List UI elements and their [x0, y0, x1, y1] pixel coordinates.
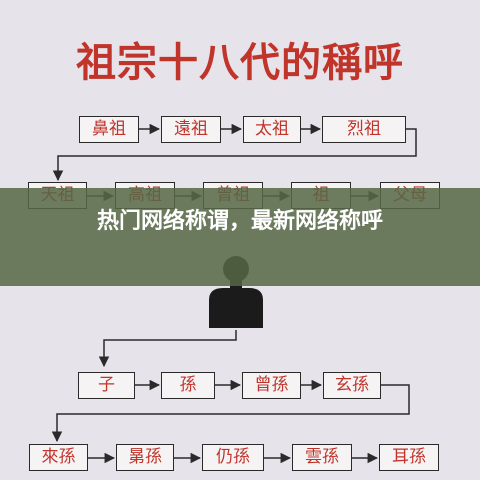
elbow-r3-r4	[51, 384, 410, 443]
diagram-title: 祖宗十八代的稱呼	[76, 40, 404, 86]
banner-text: 热门网络称谓，最新网络称呼	[96, 209, 383, 234]
node-r4-4: 雲孫	[292, 444, 352, 471]
node-r3-3: 曾孫	[242, 372, 301, 399]
node-r1-1: 鼻祖	[79, 116, 139, 143]
overlay-banner	[0, 188, 480, 286]
node-r1-4: 烈祖	[322, 116, 406, 143]
node-r3-4: 玄孫	[323, 372, 381, 399]
elbow-r1-r2	[52, 128, 417, 182]
node-r4-2: 晜孫	[116, 444, 174, 471]
node-r4-3: 仍孫	[202, 444, 264, 471]
node-r4-1: 來孫	[29, 444, 88, 471]
node-r3-2: 孫	[161, 372, 215, 399]
node-r3-1: 子	[78, 372, 135, 399]
node-r1-2: 遠祖	[161, 116, 221, 143]
elbow-self-r3	[98, 330, 237, 368]
node-r1-3: 太祖	[243, 116, 301, 143]
node-r4-5: 耳孫	[379, 444, 439, 471]
